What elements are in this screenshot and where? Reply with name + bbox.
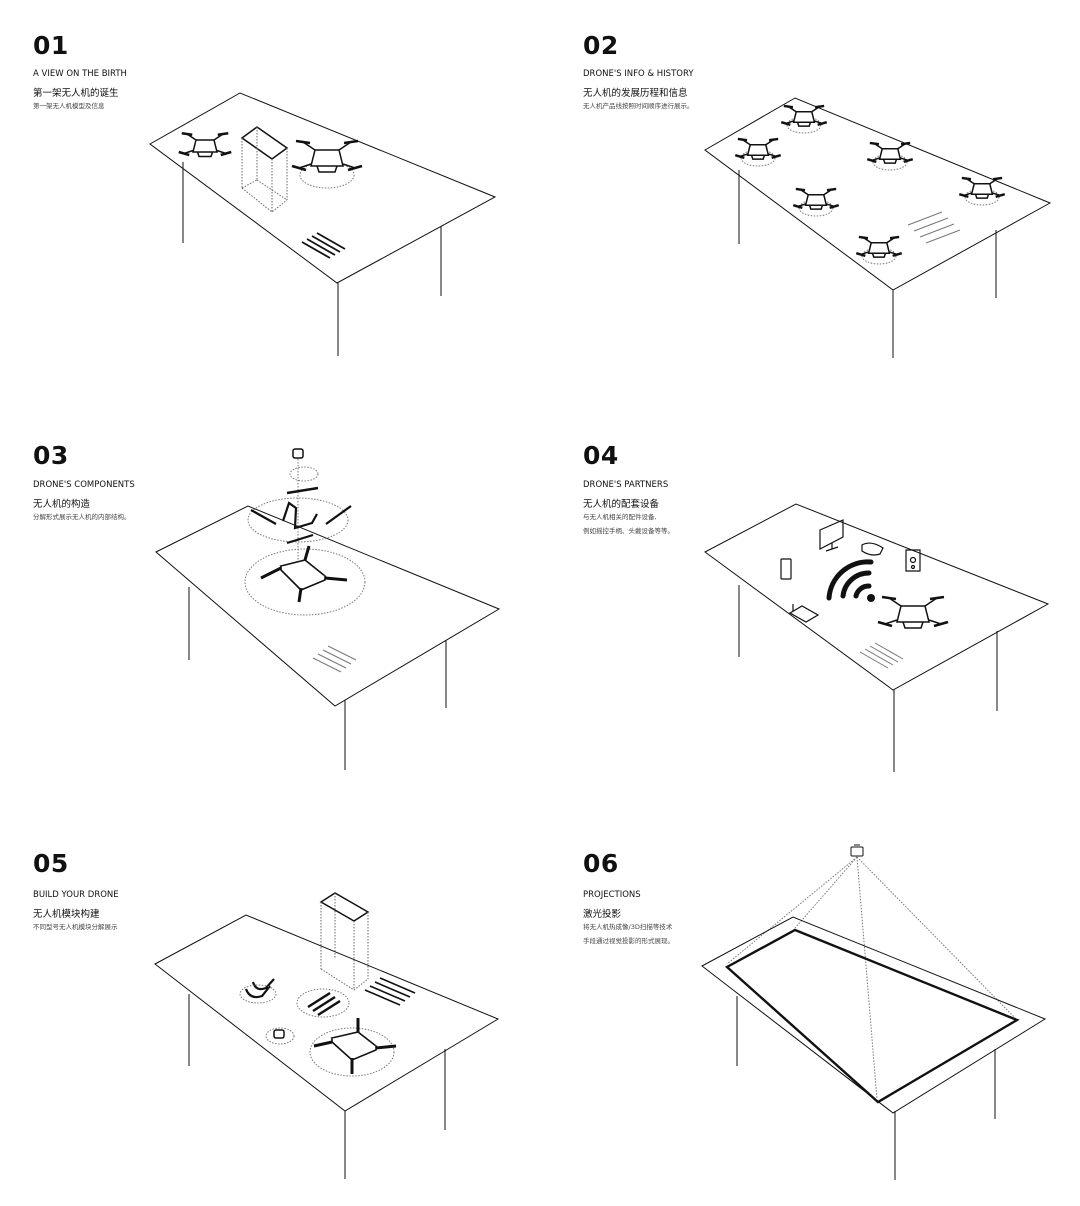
exhibit-table-illustration [540,402,1080,804]
phone-icon [781,559,791,579]
panel-description: 第一架无人机模型及信息 [33,102,105,110]
panel-title-en: BUILD YOUR DRONE [33,890,119,900]
projection-illustration [540,804,1080,1206]
monitor-icon [820,520,843,551]
panel-number: 03 [33,441,69,470]
panel-description: 将无人机热成像/3D扫描等技术 手段通过视觉投影的形式展现。 [583,923,674,945]
projection-beams [727,857,1017,1099]
panel-description: 不同型号无人机模块分解展示 [33,923,118,931]
drone-icon [781,106,827,126]
panel-title-en: PROJECTIONS [583,890,641,900]
projector-icon [851,845,863,856]
drone-icon [292,141,362,172]
antenna-part [287,488,318,493]
panel-02: 02 DRONE'S INFO & HISTORY 无人机的发展历程和信息 无人… [540,0,1080,402]
panel-title-zh: 无人机的构造 [33,499,91,510]
info-text-lines [302,233,345,258]
display-case [242,127,287,212]
drone-icon [735,139,781,159]
panel-03: 03 DRONE'S COMPONENTS 无人机的构造 分解形式展示无人机的内… [0,402,540,804]
drone-row [735,106,1005,264]
info-text-lines [365,978,415,1005]
exhibit-table-illustration [0,0,540,402]
panel-title-zh: 无人机模块构建 [33,909,100,920]
panel-title-zh: 第一架无人机的诞生 [33,88,119,99]
panel-title-zh: 无人机的发展历程和信息 [583,88,688,99]
highlight-ring [245,549,365,615]
panel-number: 01 [33,31,69,60]
projection-screen [727,930,1017,1102]
panel-01: 01 A VIEW ON THE BIRTH 第一架无人机的诞生 第一架无人机模… [0,0,540,402]
arm-part [240,979,276,1003]
arm-parts [248,498,351,543]
panel-number: 04 [583,441,619,470]
exploded-drone-illustration [0,402,540,804]
gamepad-icon [862,543,883,555]
panel-number: 06 [583,849,619,878]
drone-frame-icon [261,546,347,602]
panel-number: 02 [583,31,619,60]
panel-description: 与无人机相关的配件设备, 例如摇控手柄、头戴设备等等。 [583,513,674,535]
panel-05: 05 BUILD YOUR DRONE 无人机模块构建 不同型号无人机模块分解展… [0,804,540,1206]
panel-title-en: DRONE'S COMPONENTS [33,480,135,490]
propeller-parts [308,993,340,1015]
panel-title-zh: 激光投影 [583,909,622,920]
drone-icon [867,143,913,163]
panel-description: 无人机产品线按照时间顺序进行展示。 [583,102,694,110]
router-icon [790,604,818,622]
exhibit-table-illustration [540,0,1080,402]
info-text-lines [908,212,960,243]
panel-number: 05 [33,849,69,878]
display-case [321,893,368,990]
panel-title-zh: 无人机的配套设备 [583,499,660,510]
highlight-ring [310,1028,394,1076]
panel-04: 04 DRONE'S PARTNERS 无人机的配套设备 与无人机相关的配件设备… [540,402,1080,804]
drone-icon [856,237,902,257]
panel-description: 分解形式展示无人机的内部结构。 [33,513,131,521]
drone-frame-icon [314,1018,396,1074]
drone-icon [793,189,839,209]
info-text-lines [860,643,903,668]
panel-title-en: A VIEW ON THE BIRTH [33,69,127,79]
drone-icon [179,133,232,156]
camera-part [266,1028,294,1044]
drone-icon [878,597,948,628]
wifi-icon [829,562,875,602]
exhibit-table-illustration [0,804,540,1206]
part-ring [297,989,349,1017]
speaker-icon [906,550,920,571]
info-text-lines [313,646,356,672]
panel-title-en: DRONE'S PARTNERS [583,480,669,490]
panel-title-en: DRONE'S INFO & HISTORY [583,69,694,79]
panel-06: 06 PROJECTIONS 激光投影 将无人机热成像/3D扫描等技术 手段通过… [540,804,1080,1206]
drone-icon [959,178,1005,198]
